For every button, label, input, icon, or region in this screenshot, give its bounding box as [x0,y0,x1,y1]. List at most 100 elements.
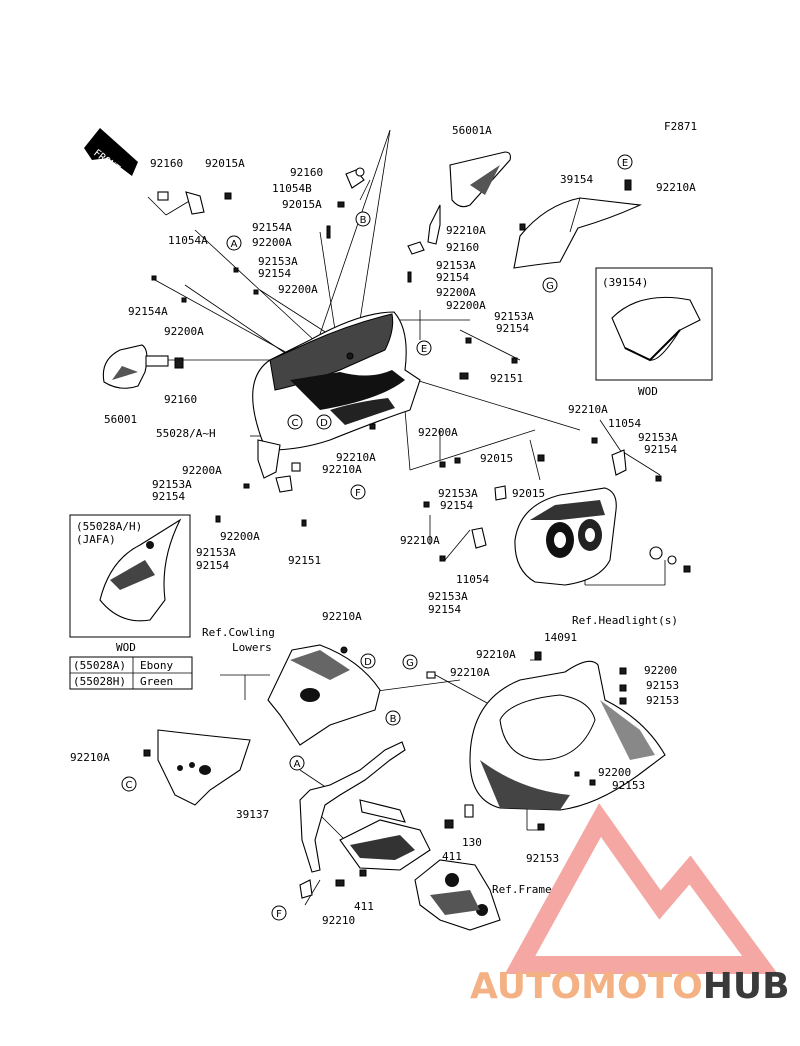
part-label: 92210 [322,914,355,927]
part-label: 92153A [152,478,192,491]
part-label: 92154 [428,603,461,616]
ref-marker: D [364,657,372,668]
ref-marker: B [390,714,397,725]
part-label: 92210A [322,610,362,623]
part-label: 39154 [560,173,593,186]
ref-marker: F [355,488,361,499]
figure-code: F2871 [664,120,697,133]
part-label: 14091 [544,631,577,644]
part-label: Ref.Frame [492,883,552,896]
ref-marker: C [292,418,299,429]
part-label: 92200A [436,286,476,299]
part-label: 92154 [644,443,677,456]
part-label: 92160 [446,241,479,254]
color-name-green: Green [140,675,173,688]
ref-marker: A [231,239,238,250]
windshield [513,179,642,269]
part-label: 92153A [196,546,236,559]
part-label: 92210A [656,181,696,194]
windshield-inset-code: (39154) [602,276,648,289]
part-label: 56001 [104,413,137,426]
part-label: 92200A [182,464,222,477]
part-labels: 92160 92015A 11054A 92160 11054B 92015A … [70,124,696,927]
part-label: 92154A [252,221,292,234]
part-label: 92153A [494,310,534,323]
ref-marker: E [421,344,427,355]
part-label: 92154A [128,305,168,318]
part-label: 56001A [452,124,492,137]
part-label: 55028/A~H [156,427,216,440]
watermark-logo: AUTOMOTOHUB [470,803,790,1007]
part-label: 411 [354,900,374,913]
cowl-inset-line1: (55028A/H) [76,520,142,533]
part-label: 92153A [638,431,678,444]
part-label: 39137 [236,808,269,821]
part-label: 92210A [476,648,516,661]
windshield-inset: (39154) WOD [595,267,713,398]
part-label: 92210A [446,224,486,237]
part-label: 92151 [490,372,523,385]
part-label: 92210A [450,666,490,679]
part-label: 92153A [436,259,476,272]
part-label: 92154 [152,490,185,503]
part-label: 92153A [438,487,478,500]
part-label: 92151 [288,554,321,567]
watermark-text: AUTOMOTOHUB [470,966,790,1007]
part-label: Ref.Headlight(s) [572,614,678,627]
ref-marker: F [276,909,282,920]
part-label: 92160 [290,166,323,179]
watermark-triangle-icon [504,803,778,974]
part-label: 11054 [608,417,641,430]
part-label: 92153 [612,779,645,792]
ref-marker: E [622,158,628,169]
top-fasteners [151,167,518,380]
cowl-inset: (55028A/H) (JAFA) WOD [69,514,191,654]
part-label: 92210A [336,451,376,464]
part-label: 92210A [568,403,608,416]
part-label: 92210A [322,463,362,476]
part-label: 92160 [150,157,183,170]
windshield-inset-region: WOD [638,385,658,398]
part-label: 92200A [446,299,486,312]
part-label: 92154 [436,271,469,284]
ref-marker: C [126,780,133,791]
part-label: 411 [442,850,462,863]
meter-cover [426,651,666,831]
color-table: (55028A) Ebony (55028H) Green [69,656,193,690]
part-label: 92015A [282,198,322,211]
part-label: 11054 [456,573,489,586]
color-name-ebony: Ebony [140,659,173,672]
part-label: 130 [462,836,482,849]
part-label: 92153 [646,679,679,692]
part-label: 92200 [644,664,677,677]
ref-markers: A B C D E E F G G D B A C F [121,154,633,921]
color-code-green: (55028H) [73,675,126,688]
part-label: 92154 [196,559,229,572]
part-label: 11054A [168,234,208,247]
inner-cowl-lower [143,729,251,806]
part-label: 92015 [480,452,513,465]
part-label: 92200A [278,283,318,296]
watermark-text-part1: AUTOMOTO [470,966,703,1007]
ref-marker: D [320,418,328,429]
part-label: 92200A [220,530,260,543]
part-label: 92015 [512,487,545,500]
bracket-stay [299,741,474,899]
headlight [423,437,691,586]
part-label: Ref.Cowling [202,626,275,639]
upper-cowl [252,311,421,451]
part-label: 92015A [205,157,245,170]
part-label: 92153 [646,694,679,707]
part-label: 92153A [258,255,298,268]
part-label: 11054B [272,182,312,195]
part-label: 92160 [164,393,197,406]
part-label: 92154 [440,499,473,512]
color-code-ebony: (55028A) [73,659,126,672]
cowl-inset-line2: (JAFA) [76,533,116,546]
inner-cowl-upper [267,644,381,746]
frame-stub [414,859,501,931]
part-label: Lowers [232,641,272,654]
part-label: 92200A [252,236,292,249]
part-label: 92200 [598,766,631,779]
